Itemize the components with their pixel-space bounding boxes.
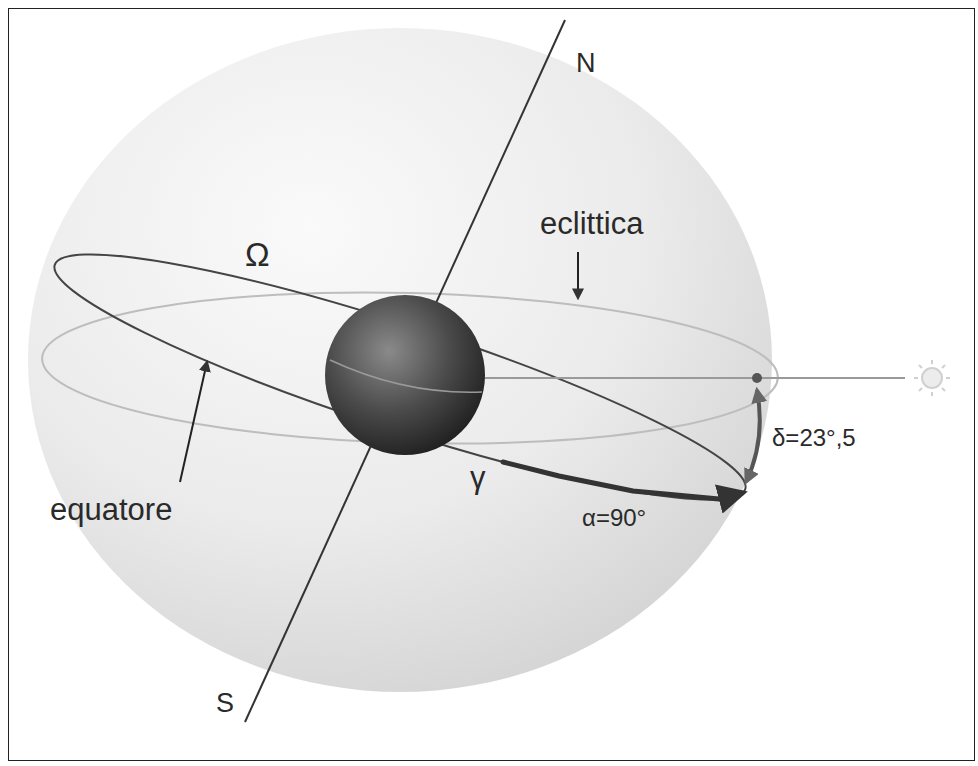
ecliptic-pointer bbox=[577, 252, 579, 298]
earth-axis bbox=[245, 20, 565, 722]
earth-equator bbox=[330, 360, 482, 392]
right-ascension-arc bbox=[503, 462, 742, 499]
vernal-point-symbol: γ bbox=[470, 460, 486, 496]
declination-label: δ=23°,5 bbox=[772, 424, 856, 452]
pole-label: S bbox=[216, 688, 234, 719]
node-symbol: Ω bbox=[245, 236, 270, 274]
earth bbox=[325, 295, 485, 455]
right-ascension-label: α=90° bbox=[582, 504, 646, 532]
declination-arrow bbox=[746, 390, 760, 482]
equator-pointer bbox=[180, 362, 207, 482]
equator-label: equatore bbox=[50, 492, 172, 528]
celestial-sphere bbox=[28, 28, 772, 692]
pole-label: N bbox=[576, 48, 596, 79]
ecliptic-label: eclittica bbox=[540, 206, 643, 242]
sun-symbol bbox=[914, 360, 950, 396]
frame bbox=[9, 9, 975, 761]
sun-position-dot bbox=[752, 373, 762, 383]
